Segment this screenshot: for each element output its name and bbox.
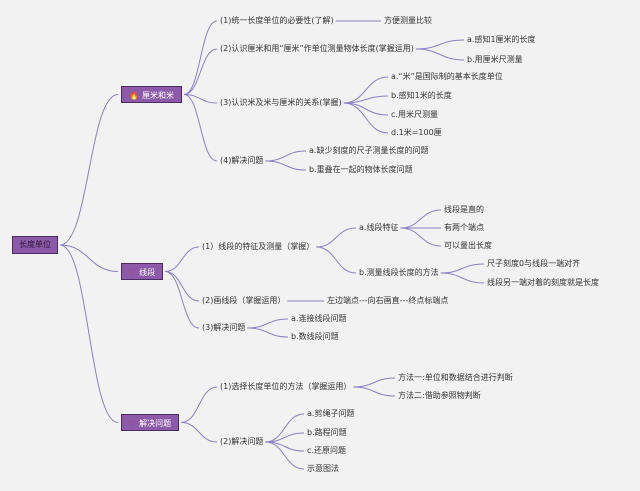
node-distance[interactable]: b.路程问题	[307, 428, 347, 437]
connector-line	[400, 209, 442, 229]
connector-line	[353, 386, 396, 397]
connector-line	[165, 246, 200, 272]
node-diagram-method[interactable]: 示意图法	[307, 464, 339, 473]
connector-line	[415, 39, 465, 50]
connector-line	[343, 76, 389, 104]
connector-line	[440, 263, 485, 274]
node-method-one[interactable]: 方法一:单位和数据结合进行判断	[398, 373, 513, 382]
connector-line	[265, 150, 307, 162]
node-cm-ruler[interactable]: b.用厘米尺测量	[467, 55, 523, 64]
node-count-segments[interactable]: b.数线段问题	[291, 332, 339, 341]
connector-line	[353, 377, 396, 388]
node-overlap[interactable]: b.重叠在一起的物体长度问题	[309, 165, 413, 174]
connector-line	[440, 272, 485, 284]
category-line-segment[interactable]: ♡线段	[121, 263, 164, 280]
node-m-ruler[interactable]: c.用米尺测量	[391, 110, 438, 119]
category-problem-solving[interactable]: ♡解决问题	[121, 414, 180, 431]
node-m-base-unit[interactable]: a.“米”是国际制的基本长度单位	[391, 72, 503, 81]
connector-line	[183, 20, 218, 95]
node-straight[interactable]: 线段是直的	[444, 205, 484, 214]
category-cm-and-m[interactable]: 🔥厘米和米	[121, 86, 182, 103]
node-m-equals-cm[interactable]: d.1米=100厘	[391, 128, 442, 137]
node-draw-segment[interactable]: (2)画线段（掌握运用）	[202, 296, 286, 305]
node-measurable[interactable]: 可以量出长度	[444, 241, 492, 250]
node-segment-traits[interactable]: a.线段特征	[359, 223, 399, 232]
connector-line	[343, 102, 389, 116]
root-node[interactable]: 长度单位	[12, 236, 58, 254]
connector-line	[247, 327, 289, 338]
connector-line	[316, 227, 357, 248]
node-connect-segments[interactable]: a.连接线段问题	[291, 314, 347, 323]
node-two-ends[interactable]: 有两个端点	[444, 223, 484, 232]
connector-line	[415, 48, 465, 61]
node-know-cm[interactable]: (2)认识厘米和用“厘米”作单位测量物体长度(掌握运用)	[220, 44, 414, 53]
node-b-solve[interactable]: (3)解决问题	[202, 323, 246, 332]
root-label: 长度单位	[19, 240, 51, 249]
connector-line	[181, 422, 218, 443]
node-align-zero[interactable]: 尺子刻度0与线段一端对齐	[487, 259, 581, 268]
node-segment-features[interactable]: (1）线段的特征及测量（掌握）	[202, 242, 315, 251]
connector-line	[165, 271, 200, 329]
node-missing-scale[interactable]: a.缺少刻度的尺子测量长度的问题	[309, 146, 429, 155]
node-draw-steps[interactable]: 左边端点---向右画直---终点标端点	[327, 296, 449, 305]
category-label: 解决问题	[139, 419, 172, 428]
node-read-length[interactable]: 线段另一端对着的刻度就是长度	[487, 278, 599, 287]
connector-line	[59, 244, 119, 423]
node-a-solve[interactable]: (4)解决问题	[220, 156, 264, 165]
connector-line	[265, 160, 307, 171]
node-cut-rope[interactable]: a.剪绳子问题	[307, 409, 355, 418]
connector-line	[181, 386, 218, 423]
heart-icon: ♡	[129, 419, 137, 428]
fire-icon: 🔥	[129, 91, 139, 100]
connector-line	[316, 246, 357, 274]
category-label: 厘米和米	[141, 91, 174, 100]
connector-line	[265, 413, 305, 443]
connector-line	[343, 102, 389, 134]
node-restore[interactable]: c.还原问题	[307, 446, 346, 455]
connector-line	[183, 94, 218, 104]
node-know-m[interactable]: (3)认识米及米与厘米的关系(掌握)	[220, 98, 342, 107]
node-feel-1cm[interactable]: a.感知1厘米的长度	[467, 35, 536, 44]
connector-line	[59, 94, 119, 246]
node-method-two[interactable]: 方法二:借助参照物判断	[398, 391, 481, 400]
connector-line	[400, 227, 442, 247]
connector-line	[247, 318, 289, 329]
connector-line	[59, 244, 119, 272]
node-feel-1m[interactable]: b.感知1米的长度	[391, 91, 452, 100]
node-unit-necessity[interactable]: (1)统一长度单位的必要性(了解)	[220, 16, 334, 25]
connector-line	[265, 441, 305, 470]
node-easy-compare[interactable]: 方便测量比较	[384, 16, 432, 25]
connector-line	[165, 271, 200, 302]
node-choose-unit[interactable]: (1)选择长度单位的方法（掌握运用）	[220, 382, 352, 391]
node-measure-method[interactable]: b.测量线段长度的方法	[359, 268, 439, 277]
node-c-solve[interactable]: (2)解决问题	[220, 437, 264, 446]
connector-line	[183, 48, 218, 95]
heart-icon: ♡	[129, 268, 137, 277]
connector-line	[183, 94, 218, 162]
category-label: 线段	[139, 268, 156, 277]
